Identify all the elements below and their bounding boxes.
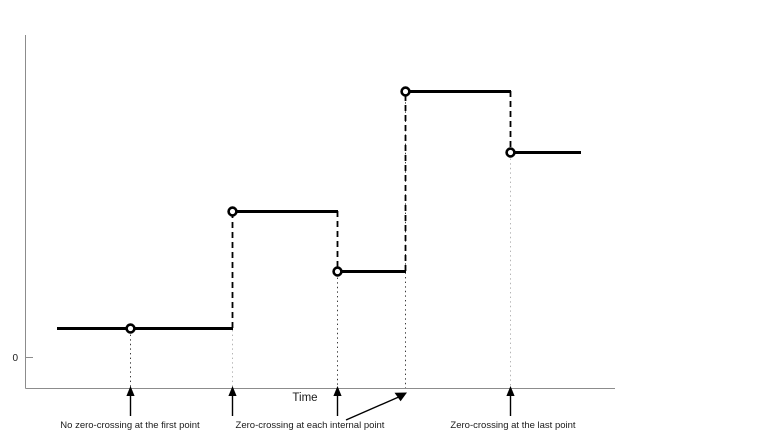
- data-point-marker-2[interactable]: [227, 206, 238, 217]
- step-segments-group: [57, 90, 581, 330]
- annotation-last-point: Zero-crossing at the last point: [450, 420, 576, 431]
- arrowhead-up-icon: [333, 386, 342, 396]
- callout-arrow-internal-point-3: [345, 392, 407, 421]
- callout-arrow-last-point: [506, 386, 515, 416]
- arrowhead-up-icon: [506, 386, 515, 396]
- callout-arrow-internal-point-2: [333, 386, 342, 416]
- data-point-marker-4[interactable]: [400, 86, 411, 97]
- annotation-internal-point: Zero-crossing at each internal point: [236, 420, 385, 431]
- annotation-first-point: No zero-crossing at the first point: [60, 420, 200, 431]
- data-point-marker-1[interactable]: [125, 323, 136, 334]
- step-risers-group: [231, 91, 512, 328]
- data-point-markers-group: [125, 86, 516, 334]
- data-point-marker-5[interactable]: [505, 147, 516, 158]
- y-zero-tick-label: 0: [12, 353, 18, 364]
- arrowhead-up-icon: [126, 386, 135, 396]
- x-axis-title: Time: [292, 392, 317, 404]
- guide-lines-group: [130, 93, 511, 404]
- arrowhead-diagonal-icon: [394, 392, 407, 402]
- annotation-labels-group: No zero-crossing at the first point Zero…: [60, 420, 576, 431]
- callout-arrow-internal-point: [228, 386, 237, 416]
- arrowhead-up-icon: [228, 386, 237, 396]
- callout-arrow-first-point: [126, 386, 135, 416]
- callout-arrows-group: [126, 386, 515, 421]
- axes-group: 0: [12, 35, 615, 389]
- data-point-marker-3[interactable]: [332, 266, 343, 277]
